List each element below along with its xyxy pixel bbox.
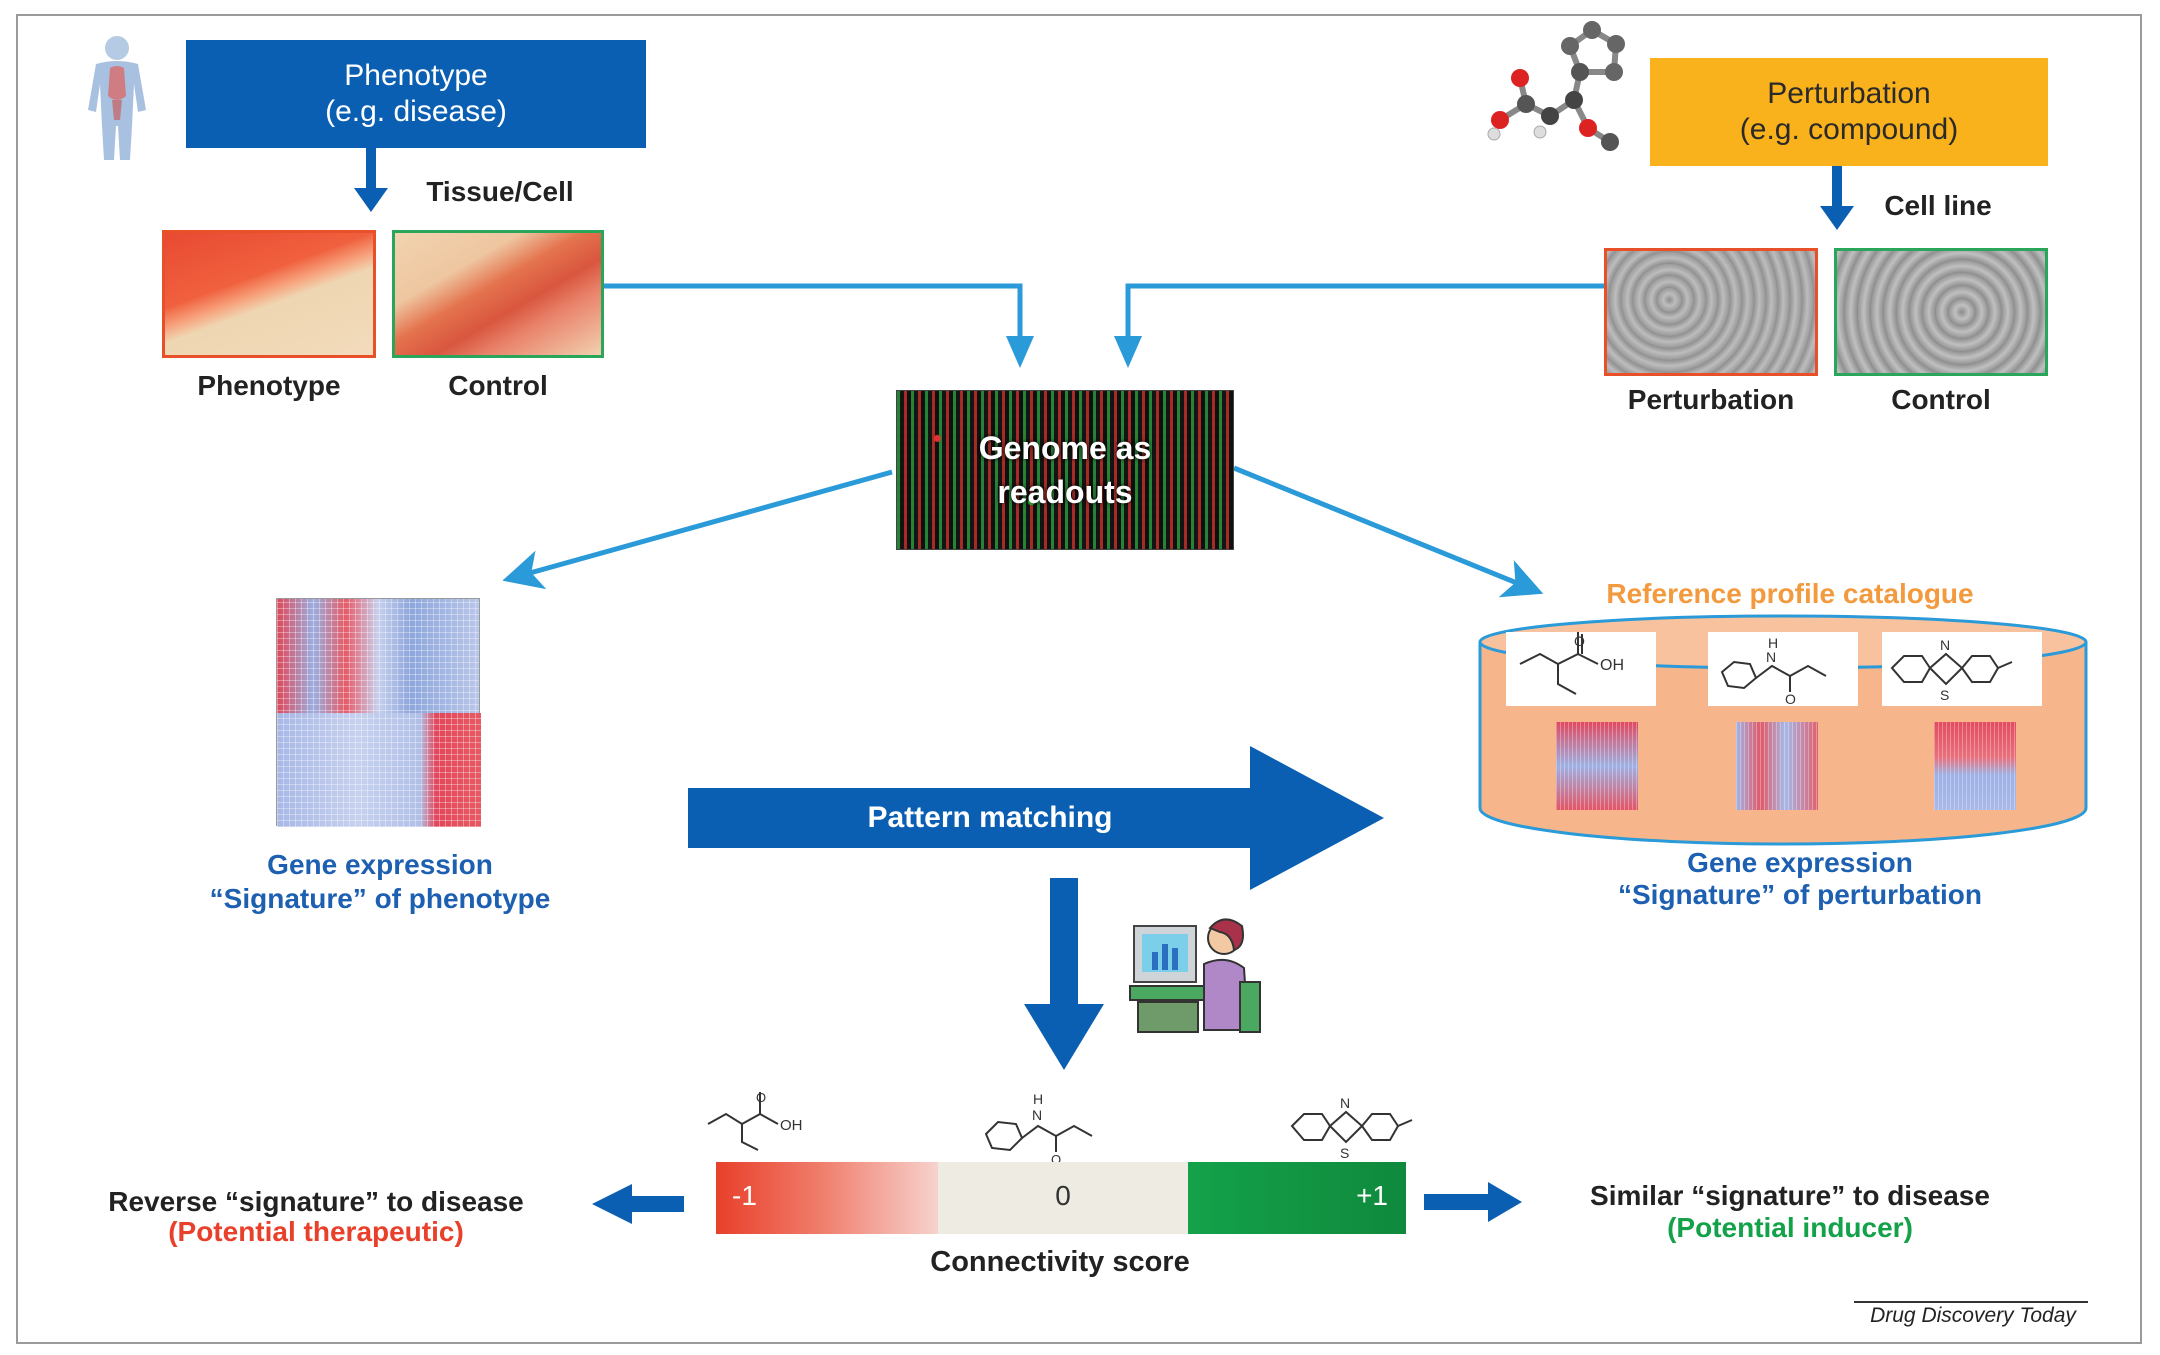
connector-control-to-genome <box>604 283 1023 360</box>
arrow-perturbation-down <box>1820 166 1854 230</box>
mol-o-label-3: O <box>756 1090 766 1105</box>
genome-title-line1: Genome as <box>978 430 1152 466</box>
phenotype-tissue-image <box>162 230 376 358</box>
cell-line-label: Cell line <box>1884 190 1992 221</box>
similar-signature-label: Similar “signature” to disease <box>1590 1180 1990 1211</box>
genome-microarray: Genome as readouts <box>896 390 1234 550</box>
propanilide-structure-icon: N H O <box>1720 635 1827 707</box>
mol-oh-label-bottom: OH <box>780 1117 803 1134</box>
compound-card-phenothiazine: N S <box>1882 632 2042 706</box>
score-zero-label: 0 <box>1055 1180 1071 1211</box>
genome-title-line2: readouts <box>997 474 1133 510</box>
score-minus-label: -1 <box>732 1180 757 1211</box>
mol-o-label-2: O <box>1785 691 1796 706</box>
left-signature-line1: Gene expression <box>267 849 493 880</box>
connectivity-score-bar: -1 0 +1 <box>716 1162 1406 1234</box>
catalogue-heatmap-3 <box>1934 722 2016 810</box>
score-negative-segment: -1 <box>716 1162 938 1234</box>
reference-catalogue-title: Reference profile catalogue <box>1606 578 1974 609</box>
control-tissue-image <box>392 230 604 358</box>
catalogue-heatmap-2 <box>1736 722 1818 810</box>
arrow-left-reverse <box>592 1184 684 1224</box>
connector-genome-to-left-signature <box>502 469 893 590</box>
left-signature-line2: “Signature” of phenotype <box>209 883 551 914</box>
pattern-matching-arrow <box>688 746 1384 890</box>
right-signature-line2: “Signature” of perturbation <box>1618 879 1982 910</box>
arrowhead-left-genome <box>1006 336 1034 368</box>
score-plus-molecule-icon: N S <box>1290 1095 1413 1161</box>
score-positive-segment: +1 <box>1188 1162 1406 1234</box>
arrow-down-to-score <box>1024 878 1104 1070</box>
perturbation-box: Perturbation (e.g. compound) <box>1650 58 2048 166</box>
mol-n-label-1: N <box>1766 649 1776 665</box>
mol-s-label-2: S <box>1340 1145 1349 1161</box>
mol-s-label-1: S <box>1940 687 1949 703</box>
perturbation-cell-image <box>1604 248 1818 376</box>
tissue-cell-label: Tissue/Cell <box>426 176 574 207</box>
mol-n-label-2: N <box>1940 637 1950 653</box>
connector-genome-to-right-catalogue <box>1233 465 1544 598</box>
perturbation-subtitle: (e.g. compound) <box>1739 113 1959 146</box>
potential-therapeutic-label: (Potential therapeutic) <box>168 1216 464 1247</box>
phenothiazine-structure-icon: N S <box>1890 637 2013 703</box>
valproic-acid-structure-icon: OH O <box>1519 632 1624 695</box>
phenotype-signature-heatmap <box>276 598 481 827</box>
compound-card-valproic: OH O <box>1506 632 1656 706</box>
arrow-right-similar <box>1424 1182 1522 1222</box>
mol-oh-label-top: OH <box>1600 657 1624 674</box>
journal-credit: Drug Discovery Today <box>1870 1304 2076 1327</box>
perturbation-tile-label: Perturbation <box>1627 384 1795 415</box>
mol-n-label-3: N <box>1032 1107 1042 1123</box>
molecule-model-icon <box>1487 21 1625 151</box>
human-anatomy-icon <box>88 36 146 160</box>
arrowhead-right-genome <box>1114 336 1142 368</box>
figure-frame <box>16 14 2142 1344</box>
score-zero-molecule-icon: N H O <box>984 1091 1093 1164</box>
catalogue-heatmap-1 <box>1556 722 1638 810</box>
phenotype-title: Phenotype <box>344 59 488 92</box>
mol-h-label-1: H <box>1768 635 1778 651</box>
control-cell-tile-label: Control <box>1891 384 1991 415</box>
mol-o-label-4: O <box>1051 1152 1061 1164</box>
potential-inducer-label: (Potential inducer) <box>1667 1212 1913 1243</box>
phenotype-tile-label: Phenotype <box>197 370 341 401</box>
score-neutral-segment: 0 <box>938 1162 1188 1234</box>
right-signature-line1: Gene expression <box>1687 847 1913 878</box>
control-cell-image <box>1834 248 2048 376</box>
score-plus-label: +1 <box>1356 1180 1388 1211</box>
control-tile-label: Control <box>448 370 548 401</box>
compound-card-propanilide: N H O <box>1708 632 1858 707</box>
connectivity-score-label: Connectivity score <box>930 1246 1190 1278</box>
phenotype-heatmap-lower-block <box>277 713 481 827</box>
mol-n-label-4: N <box>1340 1095 1350 1111</box>
pattern-matching-label: Pattern matching <box>867 801 1113 834</box>
arrow-phenotype-down <box>354 148 388 212</box>
phenotype-box: Phenotype (e.g. disease) <box>186 40 646 148</box>
mol-o-label-1: O <box>1574 633 1585 649</box>
phenotype-subtitle: (e.g. disease) <box>325 95 507 128</box>
reverse-signature-label: Reverse “signature” to disease <box>108 1186 524 1217</box>
perturbation-title: Perturbation <box>1767 77 1931 110</box>
score-minus-molecule-icon: OH O <box>707 1090 803 1151</box>
connector-perturbation-to-genome <box>1125 283 1604 360</box>
mol-h-label-2: H <box>1033 1091 1043 1107</box>
analyst-computer-icon <box>1129 918 1261 1033</box>
